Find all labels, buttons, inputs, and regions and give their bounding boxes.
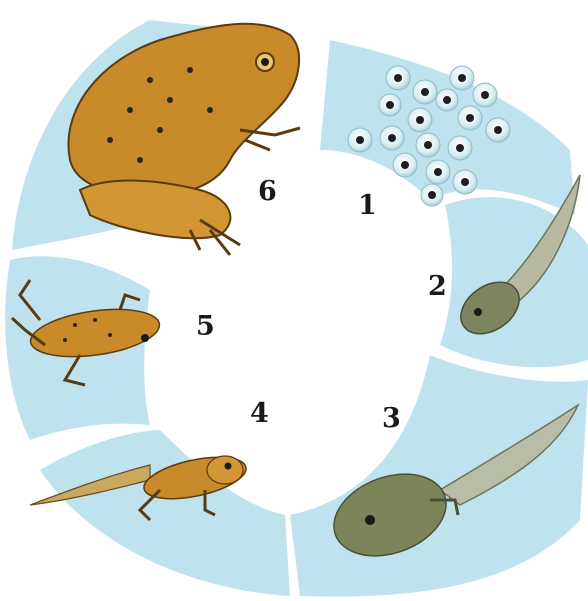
stage-number-4: 4 <box>250 400 269 427</box>
water-segment-froglet <box>40 430 290 596</box>
stage-number-6: 6 <box>258 178 277 205</box>
stage-number-3: 3 <box>382 405 401 432</box>
stage-number-2: 2 <box>428 273 447 300</box>
water-segment-tadpole-legs <box>290 355 588 597</box>
stage-number-1: 1 <box>358 192 377 219</box>
stage-number-5: 5 <box>196 313 215 340</box>
water-segment-eggs <box>320 40 575 215</box>
